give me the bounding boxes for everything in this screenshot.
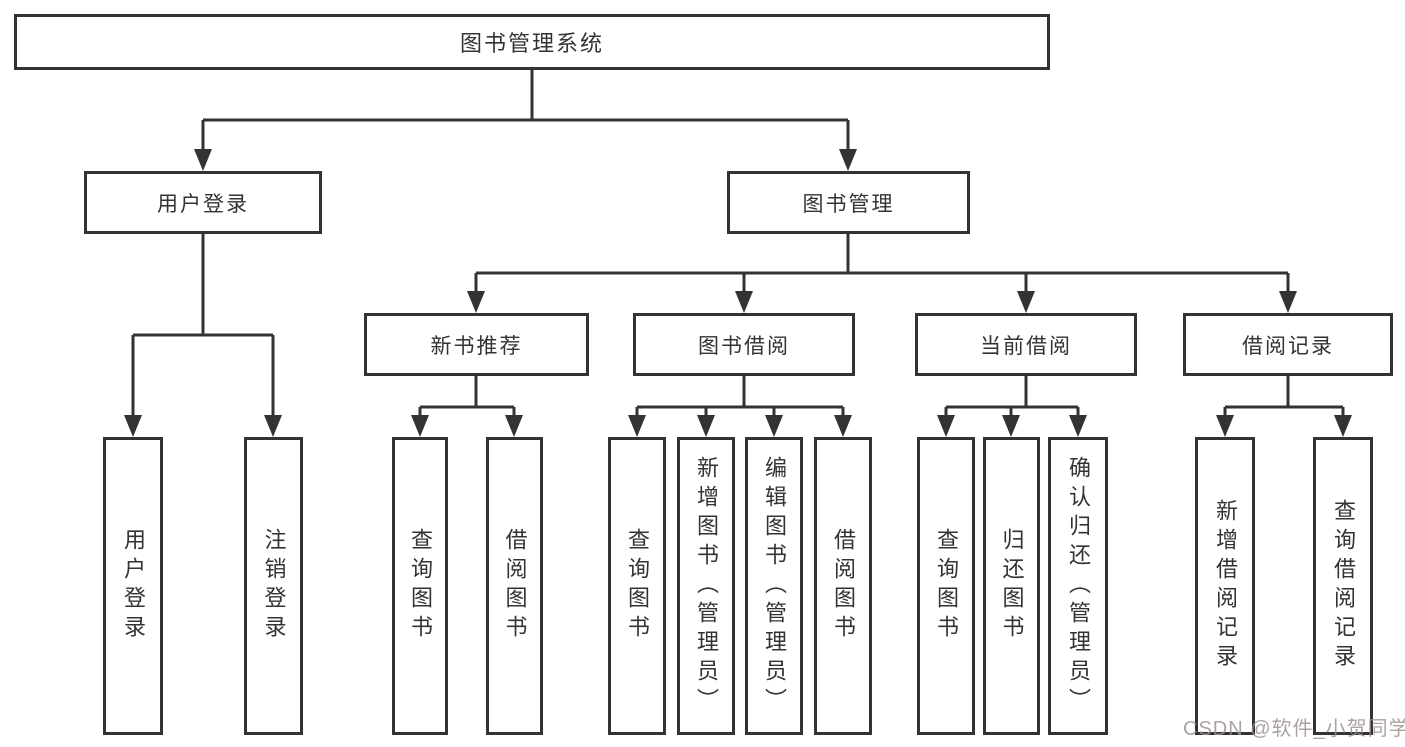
leaf-recommend-query-book: 查询图书 <box>392 437 448 735</box>
leaf-add-book-admin-label: 新增图书（管理员） <box>694 455 719 717</box>
node-book-borrow: 图书借阅 <box>633 313 855 376</box>
leaf-user-login: 用户登录 <box>103 437 163 735</box>
leaf-query-borrow-record: 查询借阅记录 <box>1313 437 1373 735</box>
leaf-borrow-book: 借阅图书 <box>814 437 872 735</box>
csdn-watermark: CSDN @软件_小贺同学 <box>1183 718 1405 740</box>
leaf-recommend-borrow-book-label: 借阅图书 <box>502 528 528 644</box>
leaf-confirm-return-admin-label: 确认归还（管理员） <box>1066 455 1091 717</box>
node-user-login-label: 用户登录 <box>157 192 249 216</box>
node-borrow-record-label: 借阅记录 <box>1242 334 1334 358</box>
leaf-current-query-book: 查询图书 <box>917 437 975 735</box>
leaf-return-book: 归还图书 <box>983 437 1040 735</box>
leaf-confirm-return-admin: 确认归还（管理员） <box>1048 437 1108 735</box>
node-root-label: 图书管理系统 <box>459 31 604 56</box>
leaf-borrow-query-book: 查询图书 <box>608 437 666 735</box>
leaf-return-book-label: 归还图书 <box>999 528 1025 644</box>
node-user-login: 用户登录 <box>84 171 322 234</box>
leaf-borrow-query-book-label: 查询图书 <box>625 528 650 644</box>
node-current-borrow: 当前借阅 <box>915 313 1137 376</box>
leaf-current-query-book-label: 查询图书 <box>934 528 959 644</box>
leaf-add-borrow-record: 新增借阅记录 <box>1195 437 1255 735</box>
leaf-query-borrow-record-label: 查询借阅记录 <box>1331 499 1356 673</box>
node-book-borrow-label: 图书借阅 <box>698 334 790 358</box>
leaf-user-login-label: 用户登录 <box>121 528 146 644</box>
leaf-recommend-query-book-label: 查询图书 <box>408 528 433 644</box>
node-new-book-recommend-label: 新书推荐 <box>430 334 523 358</box>
node-book-management-label: 图书管理 <box>802 192 895 216</box>
leaf-add-book-admin: 新增图书（管理员） <box>677 437 735 735</box>
node-current-borrow-label: 当前借阅 <box>980 334 1072 358</box>
leaf-edit-book-admin-label: 编辑图书（管理员） <box>762 455 787 717</box>
leaf-add-borrow-record-label: 新增借阅记录 <box>1213 499 1238 673</box>
node-book-management: 图书管理 <box>727 171 970 234</box>
leaf-edit-book-admin: 编辑图书（管理员） <box>745 437 803 735</box>
leaf-logout-label: 注销登录 <box>261 528 287 644</box>
node-root: 图书管理系统 <box>14 14 1050 70</box>
leaf-recommend-borrow-book: 借阅图书 <box>486 437 543 735</box>
node-new-book-recommend: 新书推荐 <box>364 313 589 376</box>
leaf-borrow-book-label: 借阅图书 <box>831 528 856 644</box>
leaf-logout: 注销登录 <box>244 437 303 735</box>
node-borrow-record: 借阅记录 <box>1183 313 1393 376</box>
